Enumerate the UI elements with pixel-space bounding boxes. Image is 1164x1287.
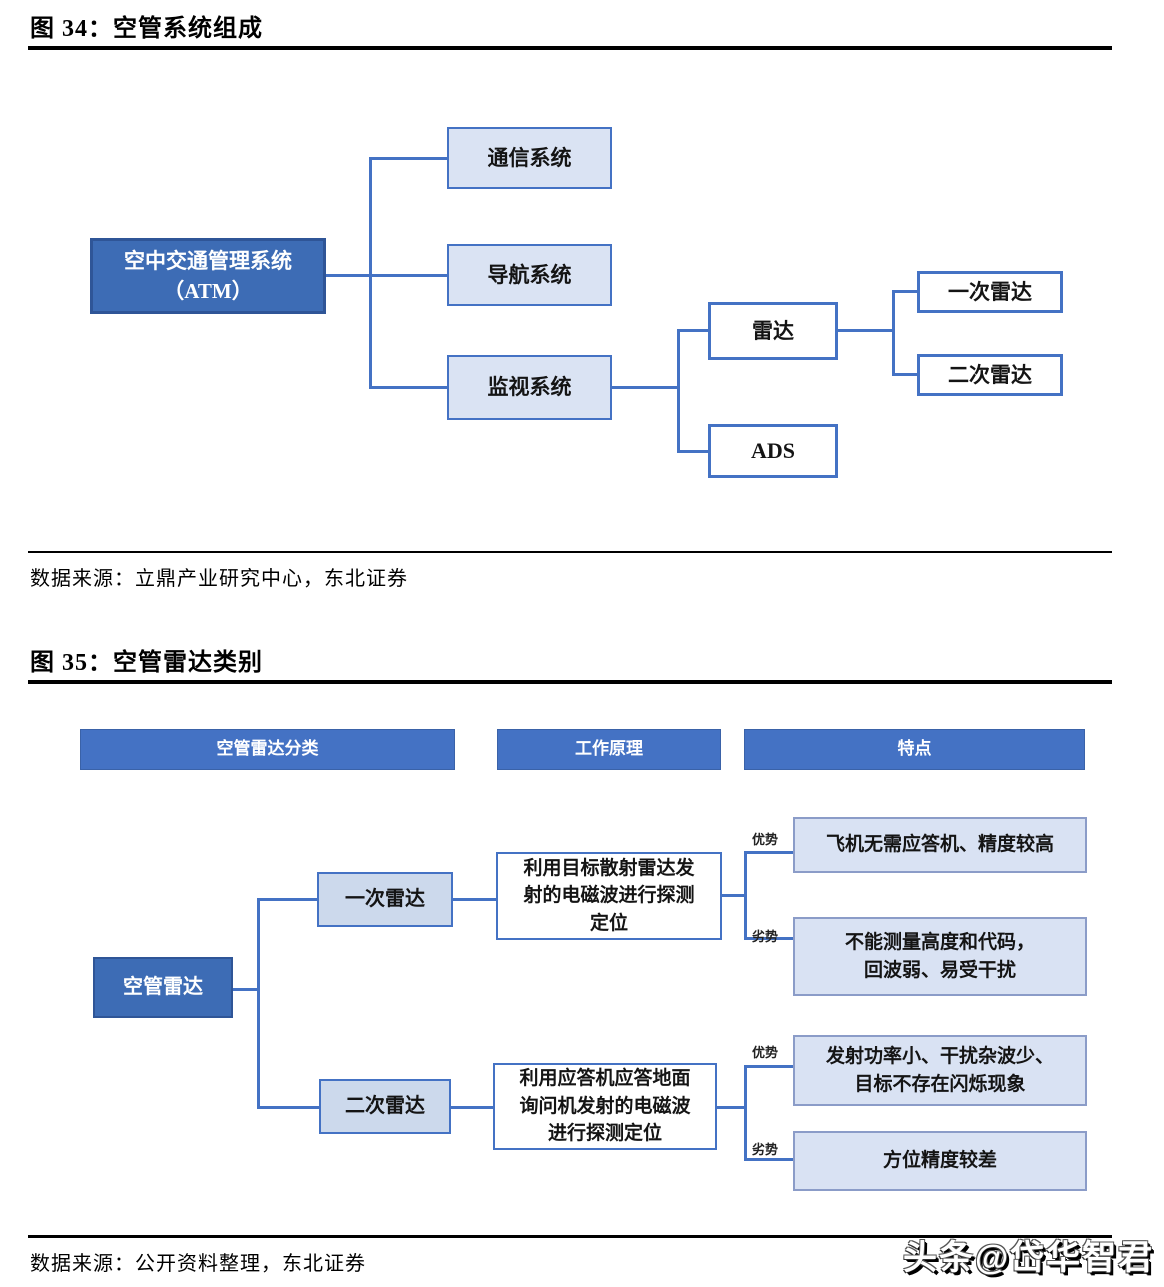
figure34-source-rule bbox=[28, 551, 1112, 553]
secondary-advantage-label: 优势 bbox=[751, 1045, 778, 1060]
node-surveillance-system: 监视系统 bbox=[447, 355, 612, 420]
secondary-disadvantage-label: 劣势 bbox=[751, 1142, 778, 1157]
primary-advantage-box: 飞机无需应答机、精度较高 bbox=[793, 817, 1087, 873]
connector-line bbox=[677, 329, 680, 453]
node-secondary-radar-type: 二次雷达 bbox=[319, 1079, 451, 1134]
connector-line bbox=[722, 894, 747, 897]
figure34-title: 图 34：空管系统组成 bbox=[30, 16, 263, 42]
primary-disadvantage-box: 不能测量高度和代码， 回波弱、易受干扰 bbox=[793, 917, 1087, 996]
node-radar: 雷达 bbox=[708, 302, 838, 360]
connector-line bbox=[744, 937, 793, 940]
connector-line bbox=[717, 1106, 746, 1109]
toutiao-watermark: 头条@岱华智君 bbox=[903, 1239, 1155, 1277]
secondary-radar-principle: 利用应答机应答地面 询问机发射的电磁波 进行探测定位 bbox=[493, 1063, 717, 1150]
figure35-source-rule bbox=[28, 1235, 1112, 1238]
connector-line bbox=[744, 1065, 747, 1161]
connector-line bbox=[257, 898, 319, 901]
connector-line bbox=[744, 851, 747, 940]
figure34-title-rule bbox=[28, 46, 1112, 50]
node-secondary-radar: 二次雷达 bbox=[917, 354, 1063, 396]
primary-radar-principle: 利用目标散射雷达发 射的电磁波进行探测 定位 bbox=[496, 852, 722, 940]
node-primary-radar: 一次雷达 bbox=[917, 271, 1063, 313]
connector-line bbox=[677, 450, 708, 453]
node-atm-root: 空中交通管理系统 （ATM） bbox=[90, 238, 326, 314]
figure34-source: 数据来源：立鼎产业研究中心，东北证券 bbox=[30, 568, 408, 590]
connector-line bbox=[892, 373, 919, 376]
connector-line bbox=[257, 1106, 319, 1109]
connector-line bbox=[257, 898, 260, 1109]
connector-line bbox=[744, 1158, 793, 1161]
connector-line bbox=[744, 851, 793, 854]
connector-line bbox=[369, 274, 447, 277]
node-navigation-system: 导航系统 bbox=[447, 244, 612, 306]
secondary-disadvantage-box: 方位精度较差 bbox=[793, 1131, 1087, 1191]
primary-advantage-label: 优势 bbox=[751, 832, 778, 847]
node-atc-radar-root: 空管雷达 bbox=[93, 957, 233, 1018]
node-ads: ADS bbox=[708, 424, 838, 478]
connector-line bbox=[677, 329, 708, 332]
figure35-title-rule bbox=[28, 680, 1112, 684]
connector-line bbox=[451, 1106, 493, 1109]
primary-disadvantage-label: 劣势 bbox=[751, 929, 778, 944]
header-working-principle: 工作原理 bbox=[497, 729, 721, 770]
node-communication-system: 通信系统 bbox=[447, 127, 612, 189]
header-features: 特点 bbox=[744, 729, 1085, 770]
connector-line bbox=[744, 1065, 793, 1068]
connector-line bbox=[838, 329, 895, 332]
figure35-source: 数据来源：公开资料整理，东北证券 bbox=[30, 1253, 366, 1275]
connector-line bbox=[892, 290, 919, 293]
connector-line bbox=[892, 290, 895, 376]
connector-line bbox=[326, 274, 372, 277]
secondary-advantage-box: 发射功率小、干扰杂波少、 目标不存在闪烁现象 bbox=[793, 1035, 1087, 1106]
connector-line bbox=[233, 988, 260, 991]
node-primary-radar-type: 一次雷达 bbox=[317, 872, 453, 927]
connector-line bbox=[369, 386, 447, 389]
connector-line bbox=[369, 157, 447, 160]
connector-line bbox=[369, 157, 372, 389]
header-radar-classification: 空管雷达分类 bbox=[80, 729, 455, 770]
figure35-title: 图 35：空管雷达类别 bbox=[30, 650, 263, 676]
connector-line bbox=[453, 898, 496, 901]
connector-line bbox=[612, 386, 680, 389]
